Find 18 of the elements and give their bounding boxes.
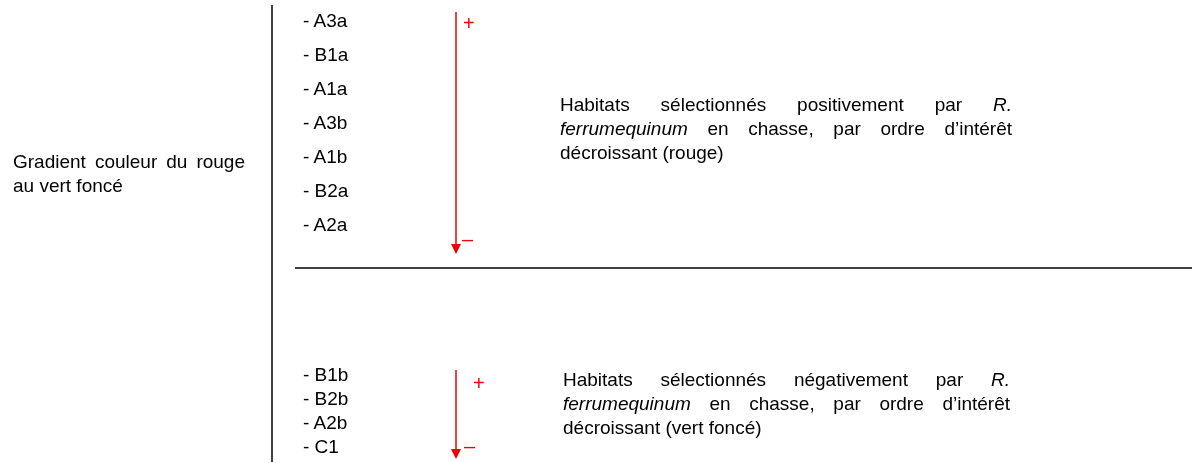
list-item: - A3b xyxy=(303,112,348,134)
list-item: - B2b xyxy=(303,388,349,410)
list-item: - B2a xyxy=(303,180,349,202)
minus-sign: – xyxy=(464,435,476,457)
list-item: - C1 xyxy=(303,436,339,458)
plus-sign: + xyxy=(473,372,485,394)
list-item: - A1b xyxy=(303,146,348,168)
list-item: - A3a xyxy=(303,10,348,32)
description-text: Habitats sélectionnés positivement par R. ferrumequinum en chasse, par ordre d’intérêt décroissant (rouge) xyxy=(560,93,1012,165)
minus-sign: – xyxy=(462,228,474,250)
list-item: - B1a xyxy=(303,44,349,66)
list-item: - B1b xyxy=(303,364,349,386)
description-text: Habitats sélectionnés négativement par R. ferrumequinum en chasse, par ordre d’intérêt décroissant (vert foncé) xyxy=(563,368,1010,440)
gradient-note: Gradient couleur du rouge au vert foncé xyxy=(13,150,245,198)
list-item: - A2a xyxy=(303,214,348,236)
plus-sign: + xyxy=(463,12,475,34)
list-item: - A2b xyxy=(303,412,348,434)
list-item: - A1a xyxy=(303,78,348,100)
